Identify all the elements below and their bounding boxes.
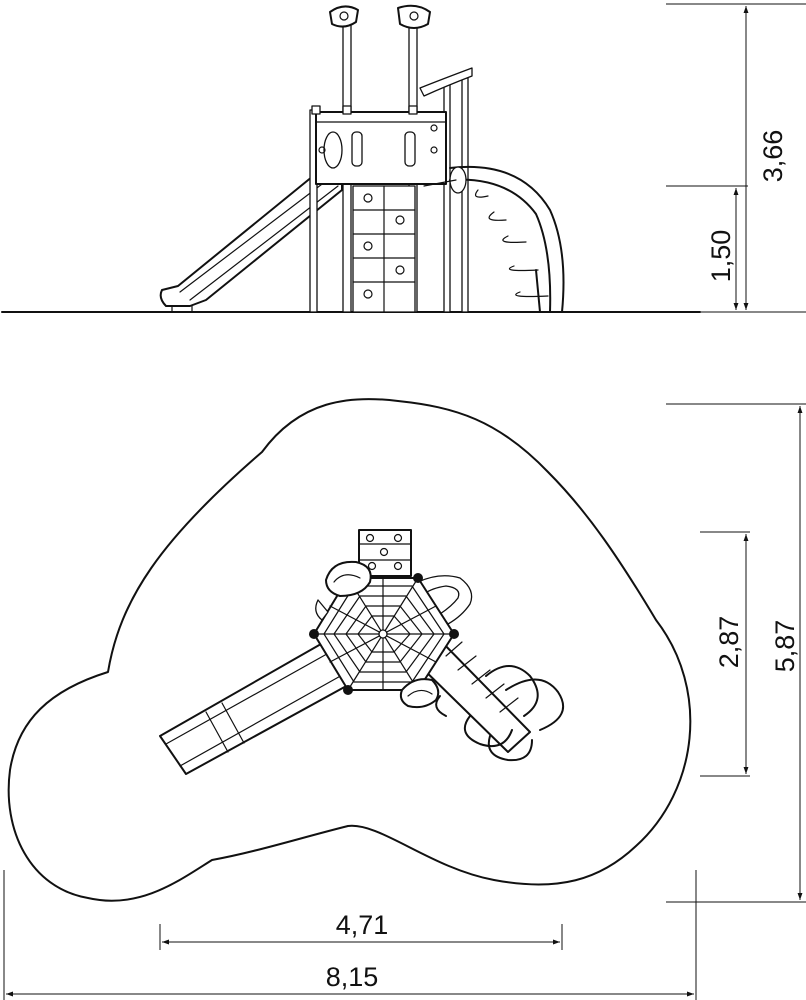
safety-area-depth-label: 5,87 <box>770 620 800 673</box>
slide-plan-view <box>159 639 351 775</box>
climbing-wall-side <box>352 185 416 313</box>
side-panel-curve <box>419 67 473 97</box>
safety-area-width-label: 8,15 <box>326 962 379 992</box>
side-elevation-view <box>1 3 806 313</box>
safety-area-outline <box>7 398 692 902</box>
height-dimensions <box>666 3 806 313</box>
roof-caps-plan <box>315 560 440 709</box>
depth-dimensions <box>666 403 806 903</box>
plan-view <box>3 398 806 1000</box>
structure-depth-label: 2,87 <box>714 616 744 669</box>
structure-width-label: 4,71 <box>336 910 389 940</box>
platform-height-label: 1,50 <box>706 230 736 283</box>
platform-frame <box>311 105 447 185</box>
spiral-climber-side <box>423 165 565 313</box>
width-dimensions <box>3 870 697 1000</box>
total-height-label: 3,66 <box>758 130 788 183</box>
roof-caps-side <box>329 4 431 29</box>
